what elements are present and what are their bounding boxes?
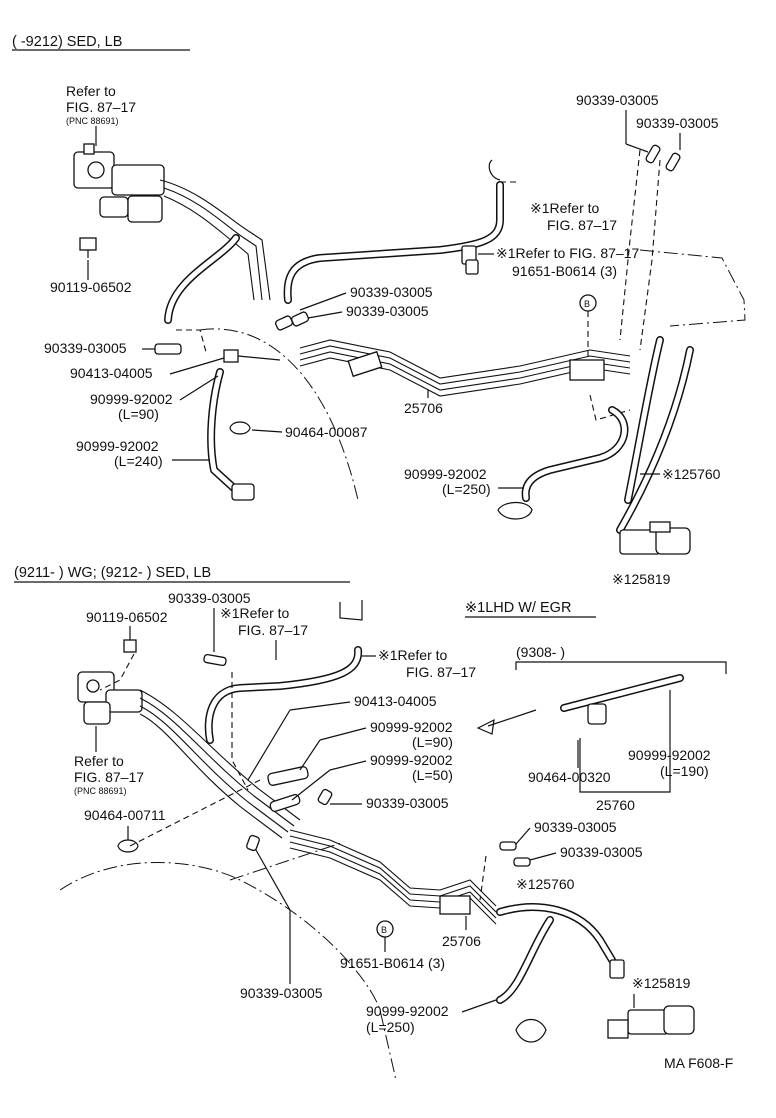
label-90999-240-line1: 90999-92002 xyxy=(76,438,159,454)
label-25760-bottom: 25760 xyxy=(596,797,635,813)
label-91651-top: 91651-B0614 (3) xyxy=(512,263,617,279)
label-90464-top: 90464-00087 xyxy=(285,424,368,440)
circle-b-top: B xyxy=(579,294,597,360)
bottom-header-text: (9211- ) WG; (9212- ) SED, LB xyxy=(14,565,211,581)
bolt-90119-top xyxy=(79,237,97,258)
refer-fig-e-line1: ※1Refer to xyxy=(378,647,448,663)
label-25706-bottom: 25706 xyxy=(442,933,481,949)
label-90999-90-bottom-line2: (L=90) xyxy=(412,734,453,750)
vsv-valve-top xyxy=(73,143,165,223)
refer-fig-a-line2: FIG. 87–17 xyxy=(66,99,136,115)
label-90339-top-bottom: 90339-03005 xyxy=(168,590,251,606)
bolt-90119-bottom xyxy=(123,639,137,653)
pipe-assembly-25706-bottom xyxy=(289,829,497,925)
clamp-90464-top xyxy=(229,421,251,435)
refer-fig-c: ※1Refer to FIG. 87–17 xyxy=(496,245,639,261)
clip-top xyxy=(461,245,479,275)
label-90339-c: 90339-03005 xyxy=(350,284,433,300)
label-90464-00711: 90464-00711 xyxy=(84,807,166,823)
label-90999-250-bottom-line2: (L=250) xyxy=(366,1019,415,1035)
label-90339-r2: 90339-03005 xyxy=(560,844,643,860)
label-90999-50-line1: 90999-92002 xyxy=(370,752,453,768)
label-125760-bottom: ※125760 xyxy=(516,876,575,892)
label-90339-bottom: 90339-03005 xyxy=(240,985,323,1001)
top-header-text: ( -9212) SED, LB xyxy=(12,34,122,50)
pipe-assembly-25706-top xyxy=(299,339,631,397)
top-section-header: ( -9212) SED, LB xyxy=(12,34,190,51)
label-90339-r1: 90339-03005 xyxy=(534,819,617,835)
vsv-valve-bottom xyxy=(77,671,143,725)
vsv-125819-bottom xyxy=(607,1005,695,1039)
circle-b-label-top: B xyxy=(584,299,590,309)
label-125760-top: ※125760 xyxy=(662,466,721,482)
bottom-section-header: (9211- ) WG; (9212- ) SED, LB xyxy=(14,565,350,583)
union-90413-top xyxy=(223,349,281,363)
label-90999-250-line2: (L=250) xyxy=(442,481,491,497)
top-labels: Refer to FIG. 87–17 (PNC 88691) 90119-06… xyxy=(44,83,721,587)
label-90999-240-line2: (L=240) xyxy=(114,453,163,469)
lhd-egr-note: ※1LHD W/ EGR xyxy=(465,600,596,618)
label-90999-190-line2: (L=190) xyxy=(660,763,709,779)
refer-fig-f-line2: FIG. 87–17 xyxy=(74,769,144,785)
vsv-125819-top xyxy=(619,521,691,555)
label-90339-b: 90339-03005 xyxy=(636,115,719,131)
label-90339-e: 90339-03005 xyxy=(44,340,127,356)
bottom-labels: 90339-03005 ※1Refer to FIG. 87–17 90119-… xyxy=(74,590,711,1035)
refer-fig-e-line2: FIG. 87–17 xyxy=(406,664,476,680)
refer-fig-a-line3: (PNC 88691) xyxy=(66,116,119,126)
label-91651-bottom: 91651-B0614 (3) xyxy=(340,955,445,971)
label-90119-bottom: 90119-06502 xyxy=(86,609,168,625)
bracket-9308-label: (9308- ) xyxy=(516,644,565,660)
label-90464-00320: 90464-00320 xyxy=(528,769,611,785)
bracket-9308 xyxy=(515,661,727,793)
label-90999-90-bottom-line1: 90999-92002 xyxy=(370,719,453,735)
refer-fig-d-line2: FIG. 87–17 xyxy=(238,622,308,638)
refer-fig-f-line3: (PNC 88691) xyxy=(74,786,127,796)
circle-b-bottom: B xyxy=(376,920,394,952)
label-90999-250-bottom-line1: 90999-92002 xyxy=(366,1003,449,1019)
label-90413-top: 90413-04005 xyxy=(70,365,153,381)
label-90339-mid-bottom: 90339-03005 xyxy=(366,795,449,811)
label-90999-190-line1: 90999-92002 xyxy=(628,747,711,763)
label-90413-bottom: 90413-04005 xyxy=(354,693,437,709)
label-90119-top: 90119-06502 xyxy=(50,279,132,295)
label-90999-250-line1: 90999-92002 xyxy=(404,466,487,482)
label-125819-bottom: ※125819 xyxy=(632,975,691,991)
egr-tube-9308 xyxy=(476,674,684,735)
refer-fig-b-line2: FIG. 87–17 xyxy=(547,217,617,233)
refer-fig-d-line1: ※1Refer to xyxy=(220,605,290,621)
label-90339-d: 90339-03005 xyxy=(346,303,429,319)
label-90999-90-line2: (L=90) xyxy=(118,406,159,422)
refer-fig-a-line1: Refer to xyxy=(66,83,116,99)
hose-90339-a xyxy=(154,343,182,355)
clamp-90464-00711 xyxy=(117,839,139,853)
label-90999-90-line1: 90999-92002 xyxy=(90,391,173,407)
label-125819-top: ※125819 xyxy=(612,571,671,587)
top-drawing: B xyxy=(73,143,746,555)
footer-code: MA F608-F xyxy=(664,1055,733,1071)
label-90339-a: 90339-03005 xyxy=(576,92,659,108)
circle-b-label-bottom: B xyxy=(381,925,387,935)
label-25706-top: 25706 xyxy=(404,400,443,416)
refer-fig-f-line1: Refer to xyxy=(74,753,124,769)
lhd-egr-note-text: ※1LHD W/ EGR xyxy=(465,600,571,616)
label-90999-50-line2: (L=50) xyxy=(412,767,453,783)
refer-fig-b-line1: ※1Refer to xyxy=(530,200,600,216)
bottom-drawing: B xyxy=(59,600,727,1081)
